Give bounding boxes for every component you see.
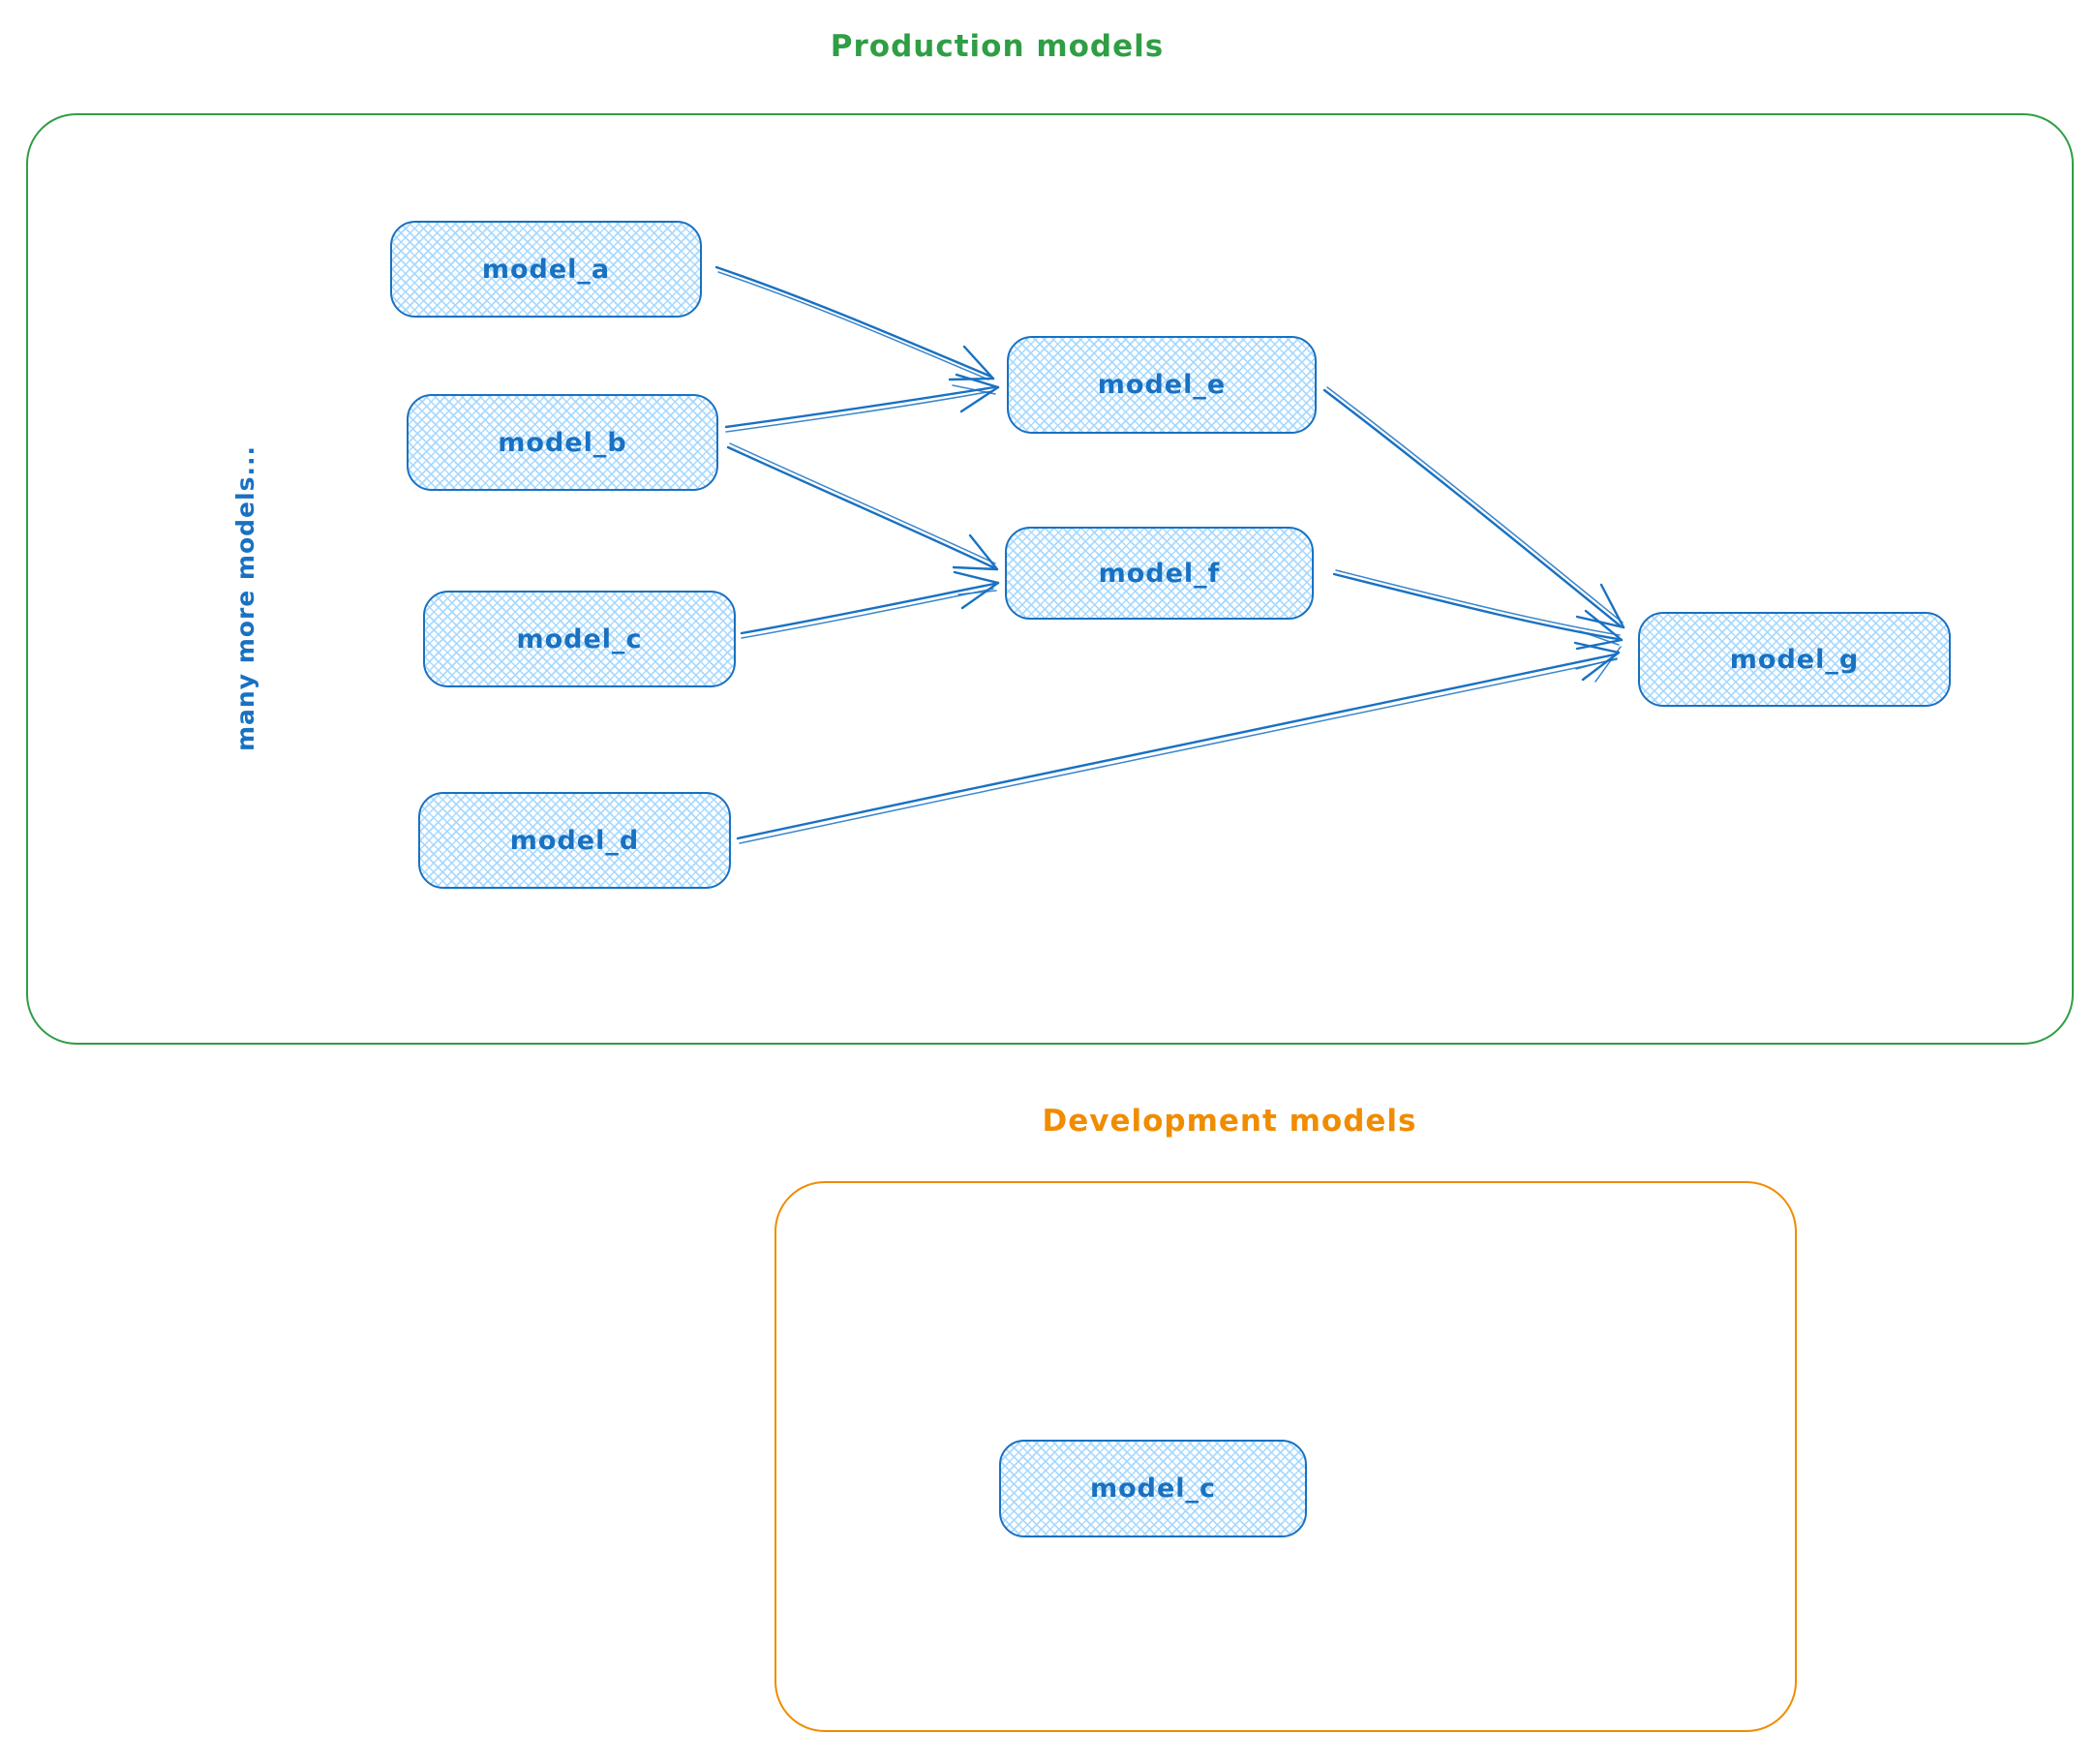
node-model-e-label: model_e bbox=[1097, 370, 1227, 400]
node-model-a-label: model_a bbox=[481, 254, 611, 285]
node-model-d[interactable]: model_d bbox=[418, 792, 731, 889]
node-model-b[interactable]: model_b bbox=[407, 394, 718, 491]
development-frame-title: Development models bbox=[1042, 1104, 1417, 1139]
node-model-g[interactable]: model_g bbox=[1638, 612, 1951, 707]
node-dev-model-c-label: model_c bbox=[1089, 1474, 1217, 1504]
node-model-a[interactable]: model_a bbox=[390, 221, 702, 318]
many-more-models-label: many more models... bbox=[231, 445, 259, 751]
node-model-f-label: model_f bbox=[1098, 558, 1221, 589]
node-model-f[interactable]: model_f bbox=[1005, 527, 1314, 620]
node-model-c-label: model_c bbox=[516, 623, 643, 654]
production-frame[interactable] bbox=[26, 113, 2074, 1045]
node-model-e[interactable]: model_e bbox=[1007, 336, 1317, 434]
production-frame-title: Production models bbox=[830, 29, 1165, 64]
node-model-g-label: model_g bbox=[1729, 644, 1860, 675]
node-model-c[interactable]: model_c bbox=[423, 591, 736, 687]
node-dev-model-c[interactable]: model_c bbox=[999, 1440, 1307, 1537]
node-model-b-label: model_b bbox=[498, 427, 627, 458]
development-frame[interactable] bbox=[774, 1181, 1797, 1732]
node-model-d-label: model_d bbox=[509, 825, 640, 856]
